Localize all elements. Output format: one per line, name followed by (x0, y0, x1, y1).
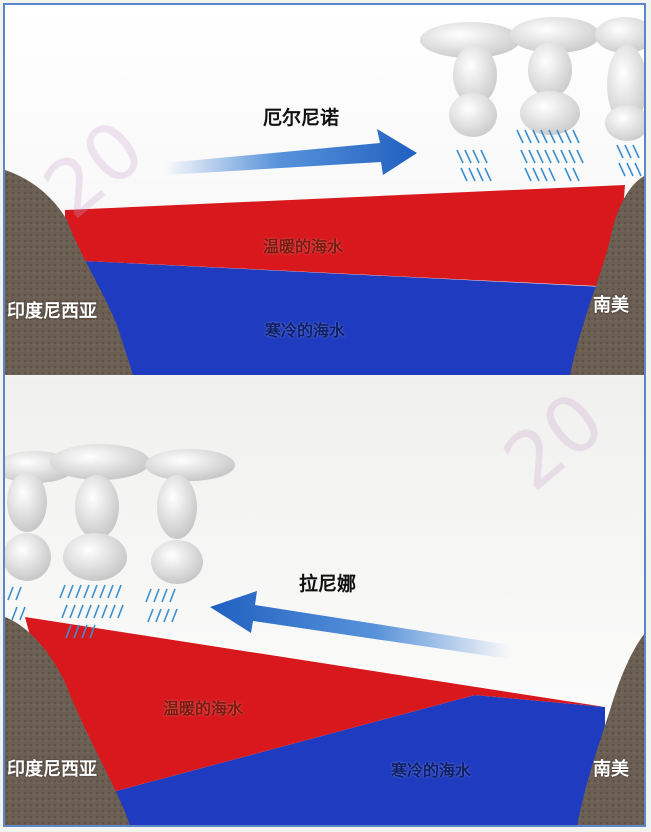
la-nina-diagram (5, 377, 646, 827)
cold-water-layer (65, 260, 605, 375)
el-nino-indonesia-label: 印度尼西亚 (7, 301, 97, 322)
la-nina-panel: 拉尼娜 温暖的海水 寒冷的海水 印度尼西亚 南美 20 (5, 376, 646, 827)
south-america-land (577, 632, 646, 827)
el-nino-cold-water-label: 寒冷的海水 (265, 321, 346, 340)
cold-water-layer (75, 695, 605, 827)
el-nino-diagram (5, 5, 646, 375)
la-nina-south-america-label: 南美 (593, 759, 629, 780)
la-nina-indonesia-label: 印度尼西亚 (7, 759, 97, 780)
rain-clouds (5, 444, 235, 639)
rain-clouds (420, 17, 646, 182)
el-nino-label: 厄尔尼诺 (263, 107, 340, 129)
la-nina-warm-water-label: 温暖的海水 (163, 699, 244, 718)
indonesia-land (5, 170, 133, 375)
warm-water-layer (65, 185, 625, 287)
la-nina-label: 拉尼娜 (299, 573, 357, 595)
south-america-land (570, 175, 646, 375)
warm-water-layer (25, 617, 605, 802)
wind-arrow-west (210, 591, 510, 659)
wind-arrow-east (165, 129, 417, 175)
indonesia-land (5, 617, 130, 827)
la-nina-cold-water-label: 寒冷的海水 (391, 761, 472, 780)
el-nino-panel: 厄尔尼诺 温暖的海水 寒冷的海水 印度尼西亚 南美 20 (5, 5, 646, 375)
el-nino-warm-water-label: 温暖的海水 (263, 237, 344, 256)
el-nino-south-america-label: 南美 (593, 295, 629, 316)
